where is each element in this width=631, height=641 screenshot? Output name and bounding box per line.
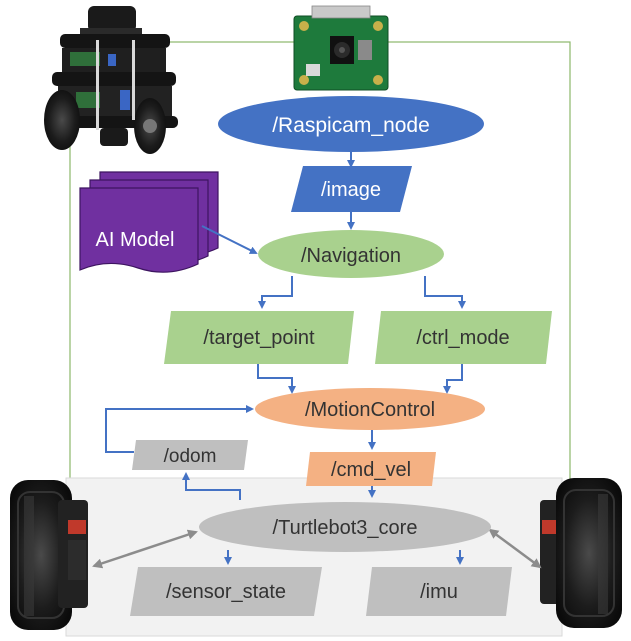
cmd-vel-topic-shape [306,452,436,486]
navigation-node-ellipse [258,230,444,278]
raspicam-node-ellipse [218,96,484,152]
ctrl-mode-topic-label: /ctrl_mode [416,327,509,349]
odom-topic-label: /odom [164,446,217,467]
target-point-topic-label: /target_point [203,327,315,349]
arrow-core-right-wheel [488,528,542,569]
ai-model-stack [79,171,219,273]
arrow-navigation-to-ctrl [424,276,466,309]
turtlebot-core-node-ellipse [199,502,491,552]
arrow-navigation-to-target [258,276,293,309]
odom-topic-shape [132,440,248,470]
image-topic-label: /image [321,179,381,201]
arrow-target-to-motion [257,364,296,394]
raspberry-pi-camera-icon [293,5,389,91]
imu-topic-shape [366,567,512,616]
image-topic-shape [291,166,412,212]
diagram-arrows [105,152,466,565]
motion-control-node-label: /MotionControl [305,399,435,421]
turtlebot-robot-icon [44,6,178,154]
ai-model-label: AI Model [96,229,175,251]
left-wheel-icon [10,480,88,630]
arrow-odom-to-motion [105,405,254,453]
ctrl-mode-topic-shape [375,311,552,364]
sensor-state-topic-shape [130,567,322,616]
sensor-state-topic-label: /sensor_state [166,581,286,603]
navigation-node-label: /Navigation [301,245,401,267]
imu-topic-label: /imu [420,581,458,603]
arrow-core-to-odom [182,472,241,500]
arrow-ai-to-navigation [201,225,258,254]
motion-control-node-ellipse [255,388,485,430]
raspicam-node-label: /Raspicam_node [272,114,430,137]
arrow-ctrl-to-motion [443,364,463,394]
turtlebot-core-node-label: /Turtlebot3_core [273,517,418,539]
cmd-vel-topic-label: /cmd_vel [331,459,411,481]
arrow-core-left-wheel [92,529,198,569]
wheel-arrows [92,528,542,569]
target-point-topic-shape [164,311,354,364]
right-wheel-icon [540,478,622,628]
